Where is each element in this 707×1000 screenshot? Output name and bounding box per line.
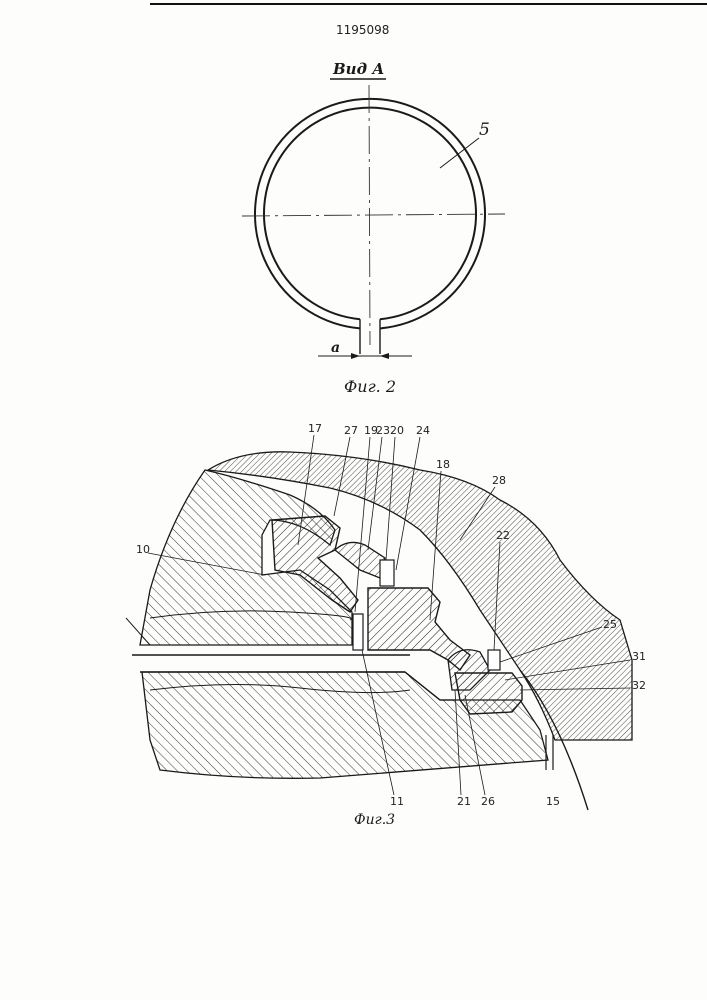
part-5-label: 5 (479, 120, 490, 140)
callout-22: 22 (496, 529, 510, 542)
centerline-horizontal (242, 214, 505, 216)
figure-3: 17 27 19 23 20 24 18 28 22 10 25 31 32 1… (126, 422, 646, 828)
callout-11: 11 (390, 795, 404, 808)
spacer-20 (380, 560, 394, 586)
spacer-22 (488, 650, 500, 670)
fig3-caption: Фиг.3 (354, 812, 395, 828)
dim-a-arrow-left (351, 353, 360, 359)
callout-15: 15 (546, 795, 560, 808)
split-ring-inner (264, 108, 476, 320)
callout-20: 20 (390, 424, 404, 437)
callout-25: 25 (603, 618, 617, 631)
callout-10: 10 (136, 543, 150, 556)
callout-21: 21 (457, 795, 471, 808)
dim-a-arrow-right (380, 353, 389, 359)
callout-24: 24 (416, 424, 430, 437)
callout-27: 27 (344, 424, 358, 437)
figure-2: Вид А 5 a Фиг. 2 (242, 60, 505, 396)
gap-a-label: a (331, 340, 340, 356)
callout-23: 23 (376, 424, 390, 437)
callout-26: 26 (481, 795, 495, 808)
callout-18: 18 (436, 458, 450, 471)
fig2-caption: Фиг. 2 (344, 377, 396, 396)
patent-number: 1195098 (336, 23, 389, 37)
callout-28: 28 (492, 474, 506, 487)
spacer-11 (353, 614, 363, 650)
callout-17: 17 (308, 422, 322, 435)
callout-32: 32 (632, 679, 646, 692)
callout-31: 31 (632, 650, 646, 663)
view-title: Вид А (332, 60, 384, 78)
centerline-vertical (369, 85, 370, 345)
lip-element-23 (335, 542, 385, 578)
